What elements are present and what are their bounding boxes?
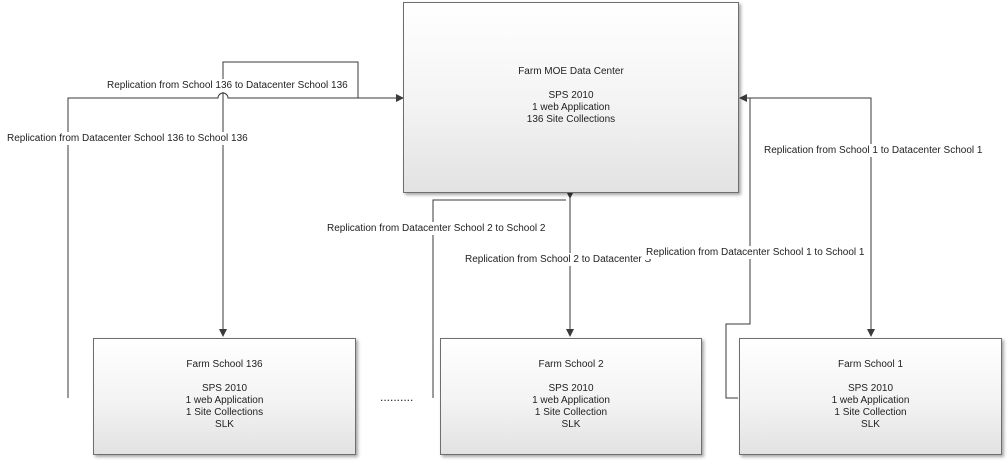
datacenter-line: 136 Site Collections [526, 114, 616, 125]
farm-line: 1 Site Collection [834, 407, 907, 418]
label-school2-to-datacenter: Replication from School 2 to Datacenter … [464, 253, 653, 266]
farm-line: 1 Site Collections [185, 407, 264, 418]
farm-line: SLK [561, 419, 581, 430]
farm-title: Farm School 2 [538, 359, 604, 370]
farm-school-1-box: Farm School 1 SPS 2010 1 web Application… [739, 338, 1002, 455]
farm-school-136-box: Farm School 136 SPS 2010 1 web Applicati… [93, 338, 356, 455]
farm-line: 1 web Application [831, 395, 910, 406]
farm-line: 1 Site Collection [534, 407, 608, 418]
farm-line: SLK [215, 419, 234, 430]
farm-line: 1 web Application [185, 395, 264, 406]
label-school1-to-datacenter: Replication from School 1 to Datacenter … [763, 144, 984, 157]
farm-line: SPS 2010 [201, 383, 248, 394]
label-datacenter-to-school2: Replication from Datacenter School 2 to … [326, 222, 547, 235]
label-school136-to-datacenter: Replication from School 136 to Datacente… [106, 79, 349, 92]
connector-datacenter-to-school136 [219, 61, 359, 337]
datacenter-line: 1 web Application [532, 102, 610, 113]
connector-school2-to-datacenter [432, 199, 566, 398]
ellipsis: .......... [380, 390, 414, 404]
farm-line: SPS 2010 [847, 383, 894, 394]
label-datacenter-to-school136: Replication from Datacenter School 136 t… [6, 132, 249, 145]
farm-line: SLK [861, 419, 880, 430]
farm-title: Farm School 136 [186, 359, 263, 370]
datacenter-box: Farm MOE Data Center SPS 2010 1 web Appl… [403, 2, 739, 193]
connector-datacenter-to-school1 [740, 97, 875, 337]
farm-school-2-box: Farm School 2 SPS 2010 1 web Application… [440, 338, 702, 455]
farm-title: Farm School 1 [837, 359, 904, 370]
farm-line: SPS 2010 [548, 383, 594, 394]
connector-school136-to-datacenter [67, 92, 404, 398]
datacenter-title: Farm MOE Data Center [518, 66, 624, 77]
label-datacenter-to-school1: Replication from Datacenter School 1 to … [645, 246, 866, 259]
farm-line: 1 web Application [532, 395, 610, 406]
datacenter-line: SPS 2010 [548, 90, 594, 101]
